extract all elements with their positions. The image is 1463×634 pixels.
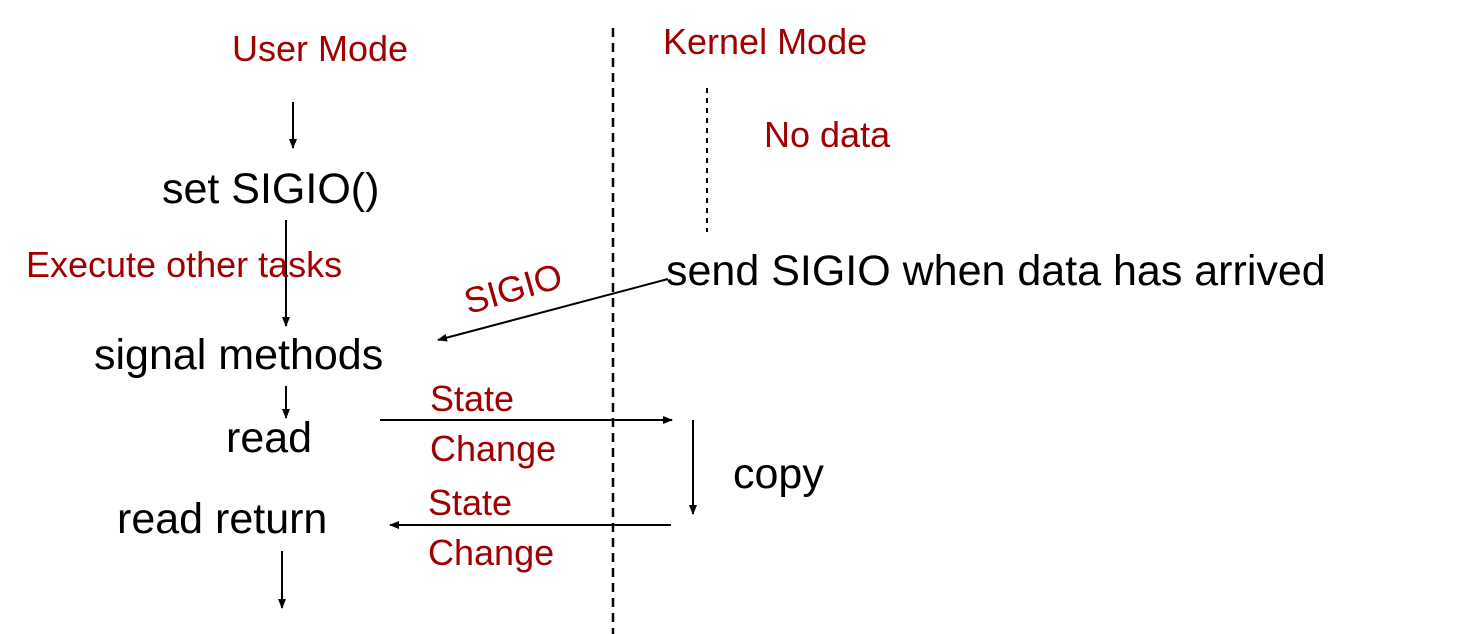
execute-other-tasks-label: Execute other tasks bbox=[26, 244, 343, 285]
read-return-label: read return bbox=[117, 495, 328, 543]
kernel-mode-header: Kernel Mode bbox=[663, 21, 868, 62]
signal-methods-label: signal methods bbox=[94, 331, 384, 379]
no-data-label: No data bbox=[764, 114, 891, 155]
arrow-sigio-signal bbox=[437, 278, 669, 342]
send-sigio-label: send SIGIO when data has arrived bbox=[666, 247, 1326, 295]
state-change-read-top: State bbox=[430, 378, 515, 419]
copy-label: copy bbox=[733, 450, 824, 498]
set-sigio-label: set SIGIO() bbox=[162, 165, 380, 213]
read-label: read bbox=[226, 414, 313, 462]
state-change-return-bottom: Change bbox=[428, 532, 555, 573]
state-change-read-bottom: Change bbox=[430, 428, 557, 469]
state-change-return-top: State bbox=[428, 482, 513, 523]
user-mode-header: User Mode bbox=[232, 28, 409, 69]
